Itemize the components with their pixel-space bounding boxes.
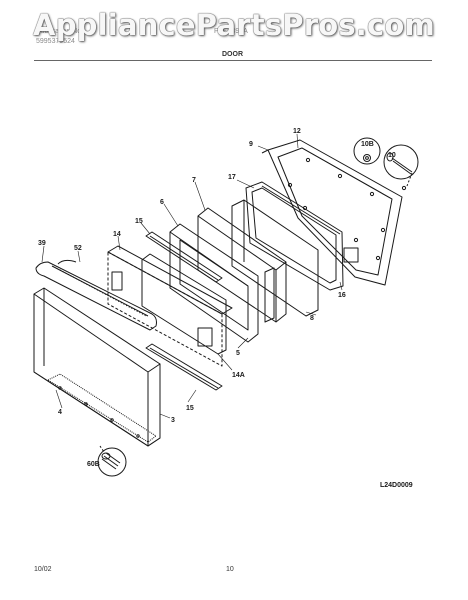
header-rule — [34, 60, 432, 61]
footer-date: 10/02 — [34, 566, 52, 573]
screw-callout — [383, 144, 419, 191]
callout-15-top: 15 — [135, 218, 143, 225]
window-pack — [245, 181, 344, 291]
inner-door-panel — [261, 139, 403, 286]
callout-leaders — [41, 133, 343, 419]
door-handle — [35, 259, 157, 331]
callout-15-bottom: 15 — [186, 405, 194, 412]
door-frame — [169, 223, 259, 343]
callout-3: 3 — [171, 417, 175, 424]
publication-number: 5995379524 — [36, 38, 75, 45]
callout-8: 8 — [310, 315, 314, 322]
callout-10: 10 — [388, 152, 396, 159]
model-number: PLEF398A — [214, 28, 248, 35]
callout-14: 14 — [113, 231, 121, 238]
callout-5: 5 — [236, 350, 240, 357]
footer-page-number: 10 — [226, 566, 234, 573]
callout-60b: 60B — [87, 461, 100, 468]
trim-strip-top — [145, 231, 223, 283]
callout-7: 7 — [192, 177, 196, 184]
diagram-code: L24D0009 — [380, 482, 413, 489]
callout-17: 17 — [228, 174, 236, 181]
callout-6: 6 — [160, 199, 164, 206]
section-title: DOOR — [222, 51, 243, 58]
insulation-panel — [107, 245, 233, 367]
callout-12: 12 — [293, 128, 301, 135]
screw-60b-callout — [97, 445, 127, 477]
callout-14a: 14A — [232, 372, 245, 379]
site-watermark: AppliancePartsPros.com — [33, 8, 435, 42]
trim-strip-bottom — [145, 343, 223, 391]
callout-10b: 10B — [361, 141, 374, 148]
callout-39: 39 — [38, 240, 46, 247]
callout-16: 16 — [338, 292, 346, 299]
outer-door-panel — [33, 287, 161, 447]
publication-label: Publication No — [36, 28, 82, 35]
callout-52: 52 — [74, 245, 82, 252]
callout-4: 4 — [58, 409, 62, 416]
callout-9: 9 — [249, 141, 253, 148]
glass-panel — [231, 199, 319, 317]
washer-callout — [353, 137, 381, 165]
